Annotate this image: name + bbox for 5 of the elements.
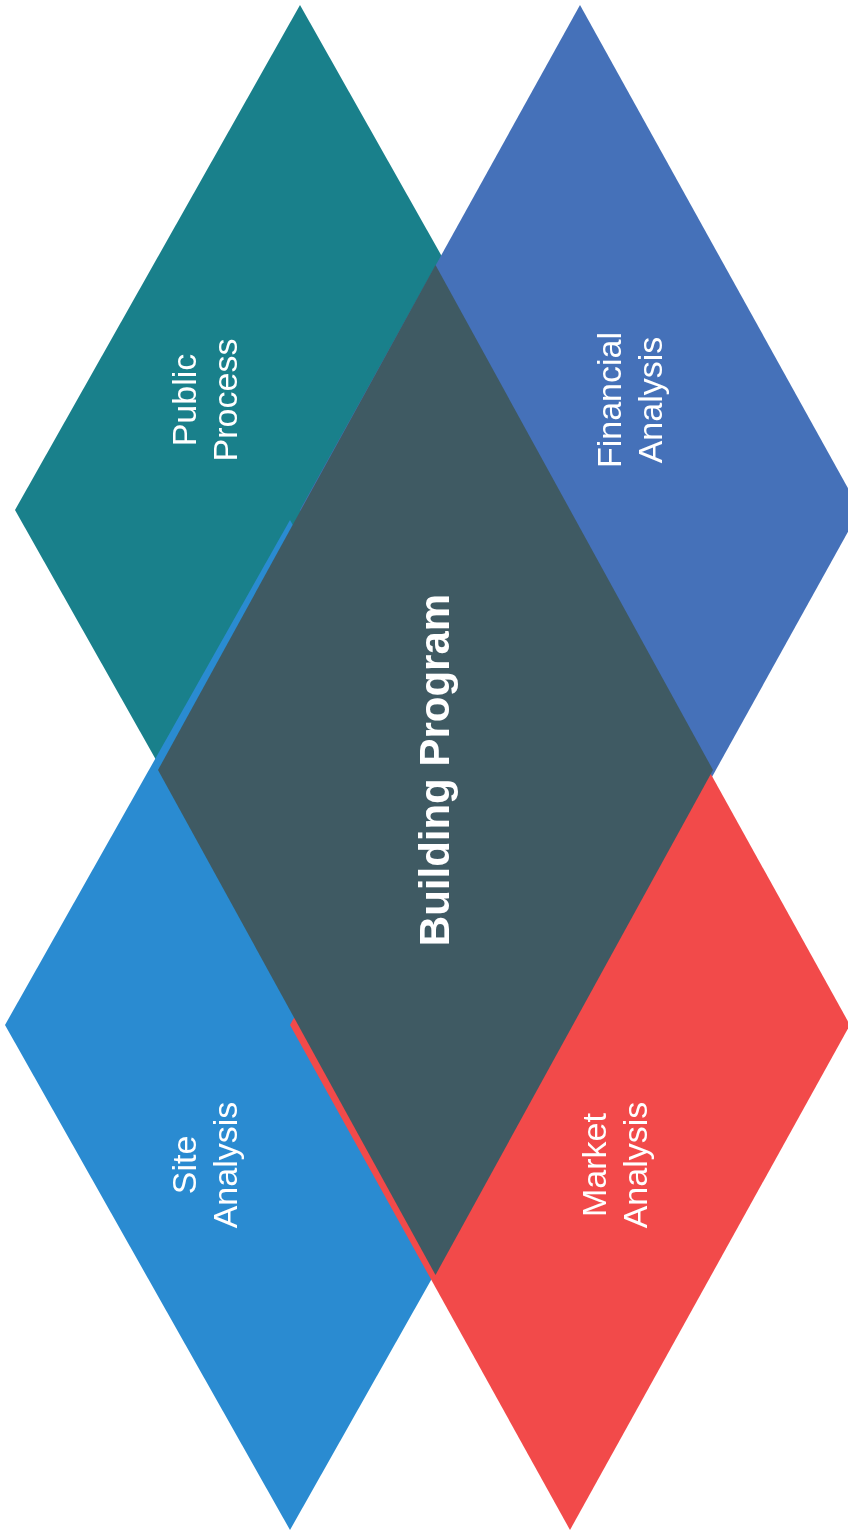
diamond-label: Public Process xyxy=(164,337,245,464)
diamond-label: Site Analysis xyxy=(164,1100,245,1231)
diamond-label: Financial Analysis xyxy=(589,330,670,471)
diamond-label: Market Analysis xyxy=(574,1100,655,1231)
diamond-label: Building Program xyxy=(409,592,459,949)
